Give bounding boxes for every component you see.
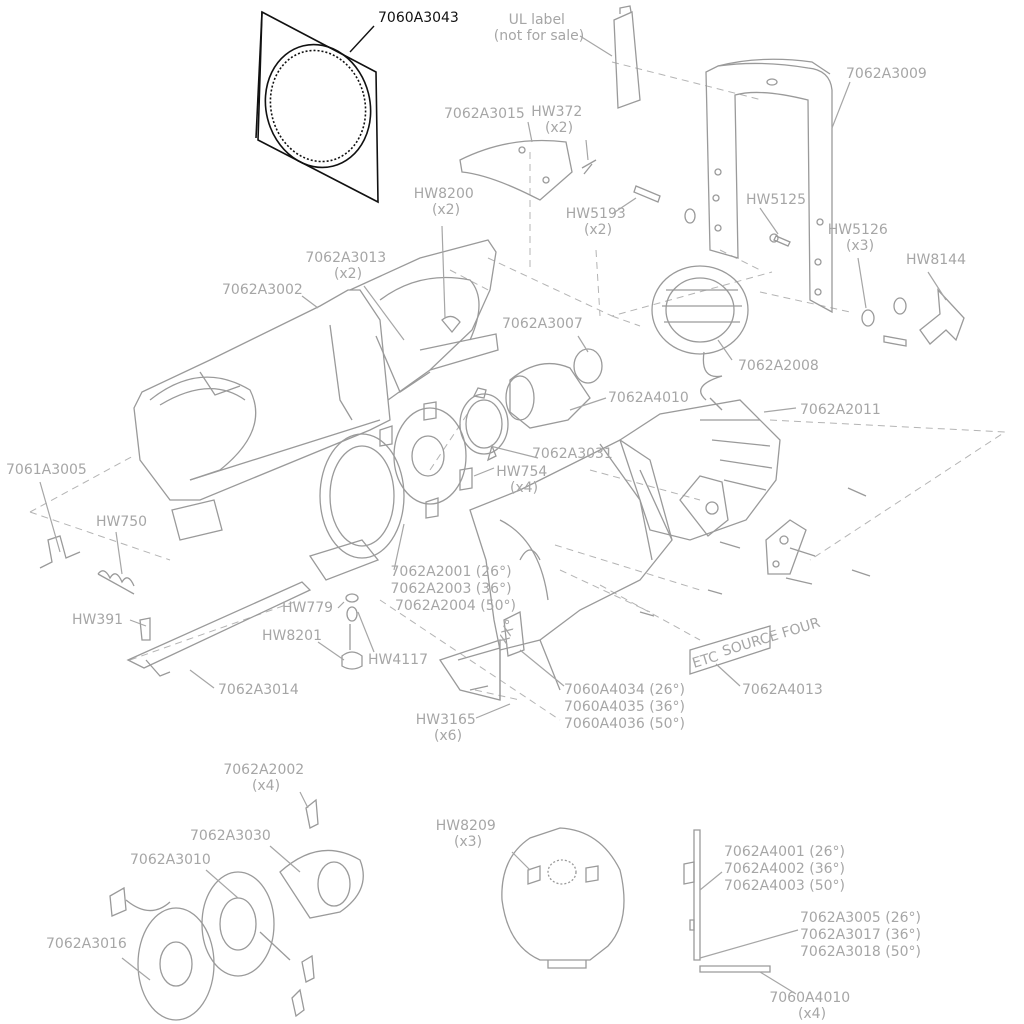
ul-label-part: [613, 5, 641, 109]
gobo-ring-7062A2001: [319, 433, 405, 559]
assembly-guide-lines: [29, 61, 1007, 721]
badge-logo: ETC: [690, 649, 720, 672]
yoke-7062A3009: [705, 58, 833, 314]
cap-7062A2008: [651, 265, 749, 401]
hardware-right: [633, 185, 965, 347]
gobo-plate-bottom-center: [501, 827, 625, 969]
label-7060A4010: 7060A4010 (x4): [769, 990, 854, 1022]
label-7062A3014: 7062A3014: [218, 682, 299, 698]
label-HW5126: HW5126 (x3): [828, 222, 892, 254]
label-HW8144: HW8144: [906, 252, 966, 268]
lamp-cap-plate: [639, 475, 871, 617]
badge-text: SOURCE FOUR: [720, 615, 822, 660]
label-ul-label: UL label (not for sale): [494, 12, 584, 44]
label-7062A3002: 7062A3002: [222, 282, 303, 298]
label-7062A4013: 7062A4013: [742, 682, 823, 698]
side-view-parts: [683, 829, 771, 973]
label-7060A3043: 7060A3043: [378, 10, 459, 26]
label-HW750: HW750: [96, 514, 147, 530]
lens-tube-marking: XX°: [496, 617, 520, 647]
label-7062A3030: 7062A3030: [190, 828, 271, 844]
label-7062A3010: 7062A3010: [130, 852, 211, 868]
label-7062A3031: 7062A3031: [532, 446, 613, 462]
label-HW5125: HW5125: [746, 192, 806, 208]
label-7062A3013: 7062A3013 (x2): [305, 250, 390, 282]
reflector-7062A2011: [619, 397, 781, 541]
label-7062A2002: 7062A2002 (x4): [223, 762, 308, 794]
leader-lines: [39, 25, 947, 995]
label-HW4117: HW4117: [368, 652, 428, 668]
label-HW8201: HW8201: [262, 628, 322, 644]
label-HW8209: HW8209 (x3): [436, 818, 500, 850]
rear-housing-7062A3002: [133, 239, 499, 541]
label-7062A4010: 7062A4010: [608, 390, 689, 406]
label-7062A2008: 7062A2008: [738, 358, 819, 374]
label-7062A3005: 7062A3005 (26°) 7062A3017 (36°) 7062A301…: [800, 910, 925, 960]
lens-7062A4010: [505, 362, 591, 429]
hardware-lower-left: [39, 535, 380, 677]
shutter-assembly-bottom-left: [109, 798, 364, 1021]
label-7062A3009: 7062A3009: [846, 66, 927, 82]
label-7062A2001: 7062A2001 (26°) 7062A2003 (36°) 7062A200…: [391, 564, 516, 614]
badge-7062A4013: ETC SOURCE FOUR: [689, 615, 822, 675]
label-HW779: HW779: [282, 600, 333, 616]
part-labels: 7060A3043 UL label (not for sale) 7062A3…: [6, 10, 966, 1022]
label-HW8200: HW8200 (x2): [414, 186, 478, 218]
label-HW391: HW391: [72, 612, 123, 628]
label-7062A4001: 7062A4001 (26°) 7062A4002 (36°) 7062A400…: [724, 844, 849, 894]
top-cover-7062A3015: [459, 139, 597, 201]
label-7060A4034: 7060A4034 (26°) 7060A4035 (36°) 7060A403…: [564, 682, 689, 732]
label-7062A3007: 7062A3007: [502, 316, 583, 332]
label-HW3165: HW3165 (x6): [416, 712, 480, 744]
label-HW754: HW754 (x4): [496, 464, 552, 496]
lens-gasket-7060A3043: [255, 10, 379, 204]
label-HW372: HW372 (x2): [531, 104, 587, 136]
label-7062A2011: 7062A2011: [800, 402, 881, 418]
label-7061A3005: 7061A3005: [6, 462, 87, 478]
label-7062A3016: 7062A3016: [46, 936, 127, 952]
label-7062A3015: 7062A3015: [444, 106, 525, 122]
ring-7062A3007: [573, 348, 603, 384]
label-HW5193: HW5193 (x2): [566, 206, 630, 238]
lens-retainer-7062A3031: [459, 387, 509, 462]
